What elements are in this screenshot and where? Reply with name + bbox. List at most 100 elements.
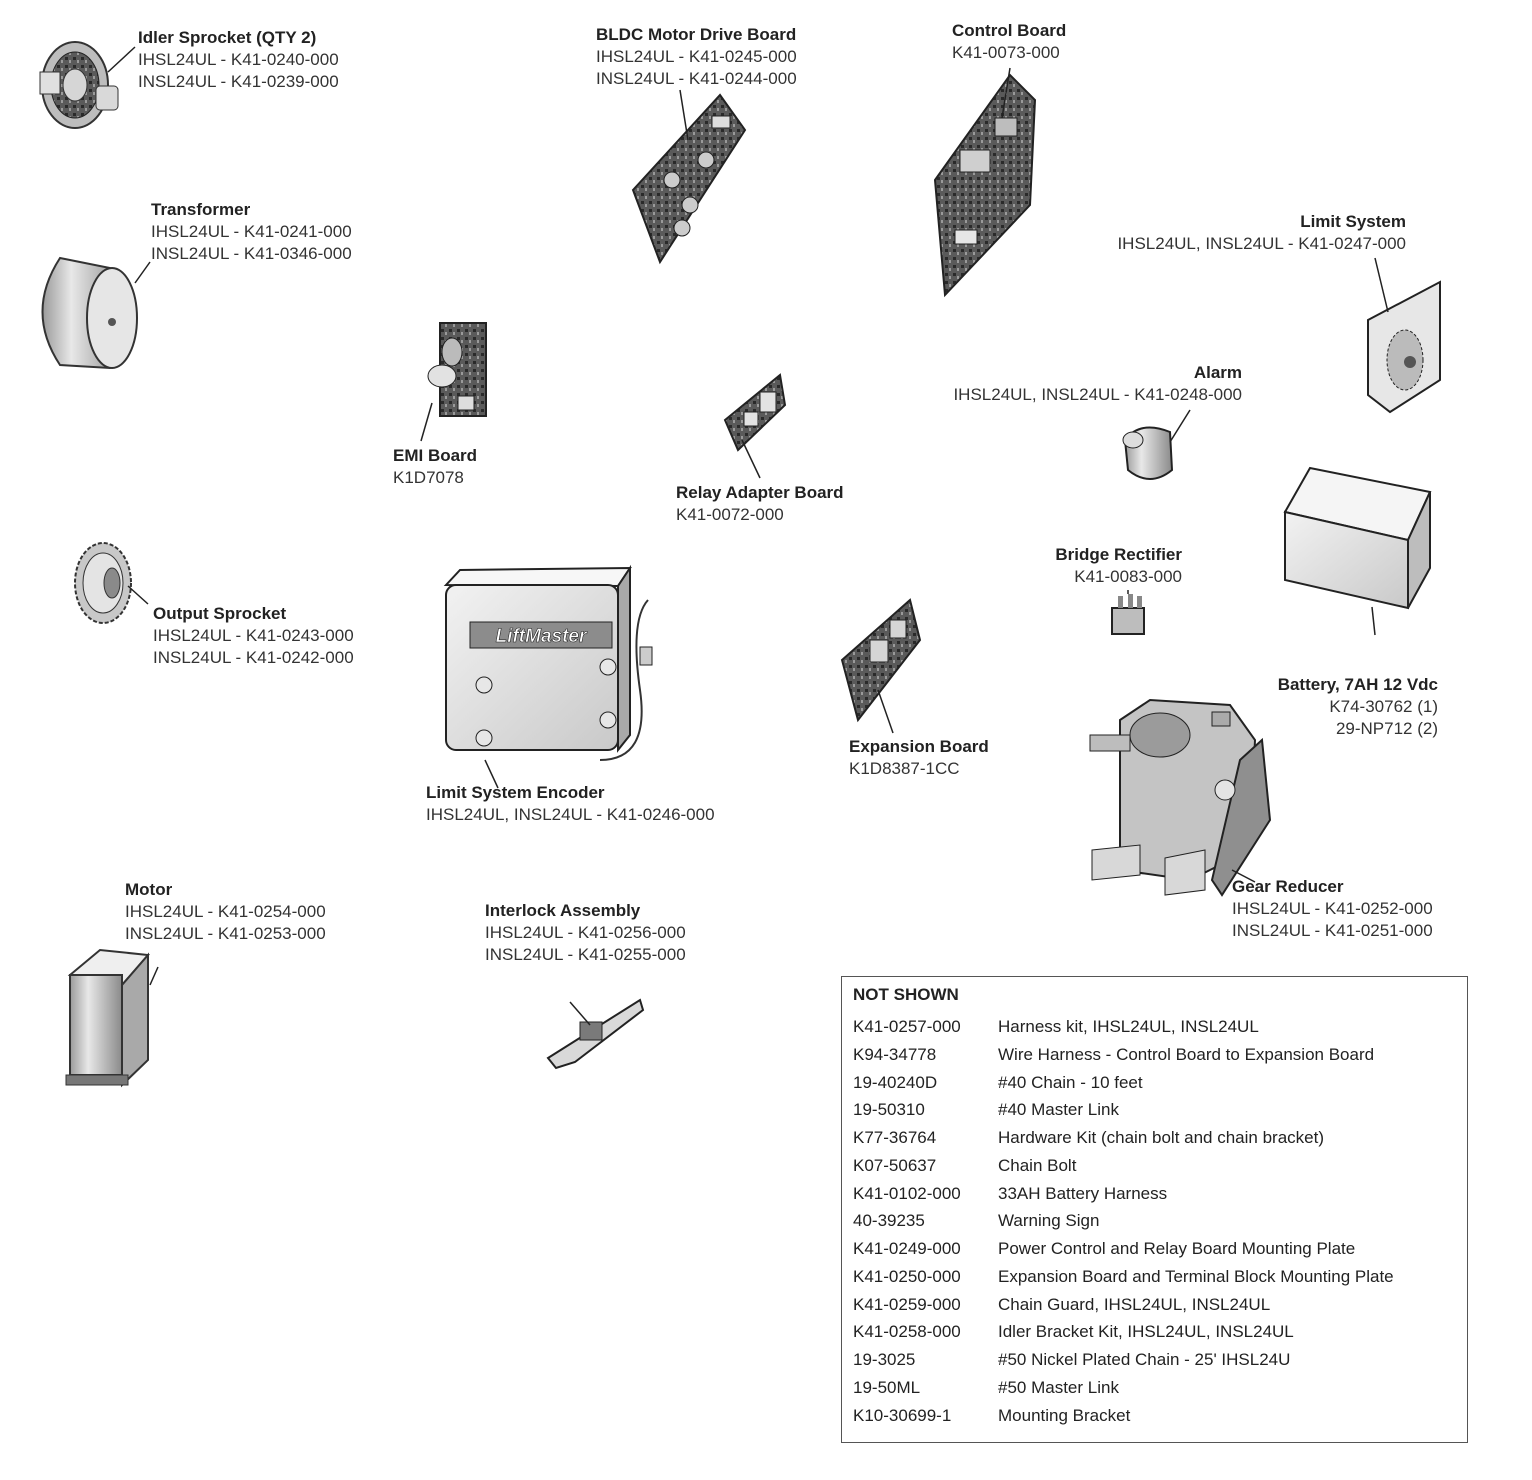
part-description: Chain Bolt bbox=[998, 1156, 1077, 1175]
bridge-rectifier-part: K41-0083-000 bbox=[1074, 567, 1182, 586]
table-row: K41-0102-000 33AH Battery Harness bbox=[853, 1182, 1463, 1206]
part-description: #50 Master Link bbox=[998, 1378, 1119, 1397]
transformer-label: Transformer IHSL24UL - K41-0241-000 INSL… bbox=[151, 199, 352, 265]
part-code: K41-0102-000 bbox=[853, 1184, 961, 1203]
output-sprocket-label: Output Sprocket IHSL24UL - K41-0243-000 … bbox=[153, 603, 354, 669]
control-board-part: K41-0073-000 bbox=[952, 43, 1060, 62]
part-description: Wire Harness - Control Board to Expansio… bbox=[998, 1045, 1375, 1064]
transformer-ihsl: IHSL24UL - K41-0241-000 bbox=[151, 222, 352, 241]
table-row: 40-39235 Warning Sign bbox=[853, 1209, 1463, 1233]
bldc-board-insl: INSL24UL - K41-0244-000 bbox=[596, 69, 797, 88]
alarm-label: Alarm IHSL24UL, INSL24UL - K41-0248-000 bbox=[953, 362, 1242, 406]
part-code: K41-0259-000 bbox=[853, 1295, 961, 1314]
part-description: Chain Guard, IHSL24UL, INSL24UL bbox=[998, 1295, 1271, 1314]
part-description: Power Control and Relay Board Mounting P… bbox=[998, 1239, 1356, 1258]
motor-title: Motor bbox=[125, 880, 173, 899]
bldc-board-label: BLDC Motor Drive Board IHSL24UL - K41-02… bbox=[596, 24, 797, 90]
limit-encoder-title: Limit System Encoder bbox=[426, 783, 605, 802]
not-shown-heading: NOT SHOWN bbox=[853, 985, 959, 1004]
interlock-ihsl: IHSL24UL - K41-0256-000 bbox=[485, 923, 686, 942]
output-sprocket-insl: INSL24UL - K41-0242-000 bbox=[153, 648, 354, 667]
table-row: 19-50310 #40 Master Link bbox=[853, 1098, 1463, 1122]
gear-reducer-image bbox=[1089, 698, 1272, 897]
motor-label: Motor IHSL24UL - K41-0254-000 INSL24UL -… bbox=[125, 879, 326, 945]
part-code: K41-0250-000 bbox=[853, 1267, 961, 1286]
bridge-rectifier-image bbox=[1111, 590, 1145, 635]
idler-sprocket-title: Idler Sprocket (QTY 2) bbox=[138, 28, 317, 47]
part-code: K41-0257-000 bbox=[853, 1017, 961, 1036]
bridge-rectifier-title: Bridge Rectifier bbox=[1055, 545, 1182, 564]
table-row: K41-0249-000 Power Control and Relay Boar… bbox=[853, 1237, 1463, 1261]
bridge-rectifier-label: Bridge Rectifier K41-0083-000 bbox=[1055, 544, 1182, 588]
limit-encoder-part: IHSL24UL, INSL24UL - K41-0246-000 bbox=[426, 805, 715, 824]
part-description: Hardware Kit (chain bolt and chain brack… bbox=[998, 1128, 1324, 1147]
expansion-board-image bbox=[840, 598, 922, 734]
battery-part-2: 29-NP712 (2) bbox=[1335, 719, 1438, 738]
part-code: K77-36764 bbox=[853, 1128, 937, 1147]
emi-board-label: EMI Board K1D7078 bbox=[393, 445, 477, 489]
interlock-title: Interlock Assembly bbox=[485, 901, 641, 920]
relay-adapter-part: K41-0072-000 bbox=[676, 505, 784, 524]
part-code: 19-40240D bbox=[853, 1073, 938, 1092]
gear-reducer-insl: INSL24UL - K41-0251-000 bbox=[1232, 921, 1433, 940]
interlock-image bbox=[546, 998, 645, 1070]
motor-insl: INSL24UL - K41-0253-000 bbox=[125, 924, 326, 943]
part-code: 19-3025 bbox=[853, 1350, 916, 1369]
part-code: K41-0258-000 bbox=[853, 1322, 961, 1341]
limit-system-title: Limit System bbox=[1300, 212, 1406, 231]
table-row: K94-34778 Wire Harness - Control Board to… bbox=[853, 1043, 1463, 1067]
transformer-image bbox=[41, 256, 151, 370]
liftmaster-logo: LiftMaster bbox=[496, 626, 588, 647]
gear-reducer-label: Gear Reducer IHSL24UL - K41-0252-000 INS… bbox=[1232, 876, 1433, 942]
bldc-board-ihsl: IHSL24UL - K41-0245-000 bbox=[596, 47, 797, 66]
output-sprocket-ihsl: IHSL24UL - K41-0243-000 bbox=[153, 626, 354, 645]
part-description: Idler Bracket Kit, IHSL24UL, INSL24UL bbox=[998, 1322, 1294, 1341]
emi-board-image bbox=[420, 322, 487, 442]
emi-board-part: K1D7078 bbox=[393, 468, 464, 487]
part-description: #40 Master Link bbox=[998, 1100, 1119, 1119]
table-row: K77-36764 Hardware Kit (chain bolt and ch… bbox=[853, 1126, 1463, 1150]
alarm-title: Alarm bbox=[1193, 363, 1242, 382]
idler-sprocket-image bbox=[39, 41, 136, 129]
battery-title: Battery, 7AH 12 Vdc bbox=[1277, 675, 1438, 694]
alarm-part: IHSL24UL, INSL24UL - K41-0248-000 bbox=[953, 385, 1242, 404]
table-row: 19-3025 #50 Nickel Plated Chain - 25' IHS… bbox=[853, 1348, 1463, 1372]
battery-part-1: K74-30762 (1) bbox=[1329, 697, 1438, 716]
limit-encoder-image: LiftMaster bbox=[443, 564, 653, 789]
part-code: 40-39235 bbox=[853, 1211, 925, 1230]
table-row: K41-0258-000 Idler Bracket Kit, IHSL24UL,… bbox=[853, 1320, 1463, 1344]
part-description: Warning Sign bbox=[998, 1211, 1100, 1230]
part-description: #50 Nickel Plated Chain - 25' IHSL24U bbox=[998, 1350, 1291, 1369]
part-description: 33AH Battery Harness bbox=[998, 1184, 1168, 1203]
bldc-board-title: BLDC Motor Drive Board bbox=[596, 25, 797, 44]
motor-ihsl: IHSL24UL - K41-0254-000 bbox=[125, 902, 326, 921]
part-code: 19-50310 bbox=[853, 1100, 925, 1119]
control-board-image bbox=[933, 67, 1037, 298]
limit-system-label: Limit System IHSL24UL, INSL24UL - K41-02… bbox=[1117, 211, 1406, 255]
gear-reducer-title: Gear Reducer bbox=[1232, 877, 1344, 896]
limit-system-part: IHSL24UL, INSL24UL - K41-0247-000 bbox=[1117, 234, 1406, 253]
output-sprocket-title: Output Sprocket bbox=[153, 604, 287, 623]
part-code: K94-34778 bbox=[853, 1045, 937, 1064]
control-board-label: Control Board K41-0073-000 bbox=[952, 20, 1066, 64]
idler-sprocket-label: Idler Sprocket (QTY 2) IHSL24UL - K41-02… bbox=[138, 27, 339, 93]
control-board-title: Control Board bbox=[952, 21, 1067, 40]
expansion-board-label: Expansion Board K1D8387-1CC bbox=[849, 736, 989, 780]
relay-adapter-image bbox=[723, 373, 787, 479]
expansion-board-title: Expansion Board bbox=[849, 737, 989, 756]
battery-label: Battery, 7AH 12 Vdc K74-30762 (1) 29-NP7… bbox=[1278, 674, 1438, 740]
part-description: Mounting Bracket bbox=[998, 1406, 1131, 1425]
emi-board-title: EMI Board bbox=[393, 446, 478, 465]
part-description: #40 Chain - 10 feet bbox=[998, 1073, 1143, 1092]
interlock-label: Interlock Assembly IHSL24UL - K41-0256-0… bbox=[485, 900, 686, 966]
battery-image bbox=[1283, 466, 1432, 636]
part-code: K41-0249-000 bbox=[853, 1239, 961, 1258]
limit-encoder-label: Limit System Encoder IHSL24UL, INSL24UL … bbox=[426, 782, 715, 826]
relay-adapter-label: Relay Adapter Board K41-0072-000 bbox=[676, 482, 844, 526]
